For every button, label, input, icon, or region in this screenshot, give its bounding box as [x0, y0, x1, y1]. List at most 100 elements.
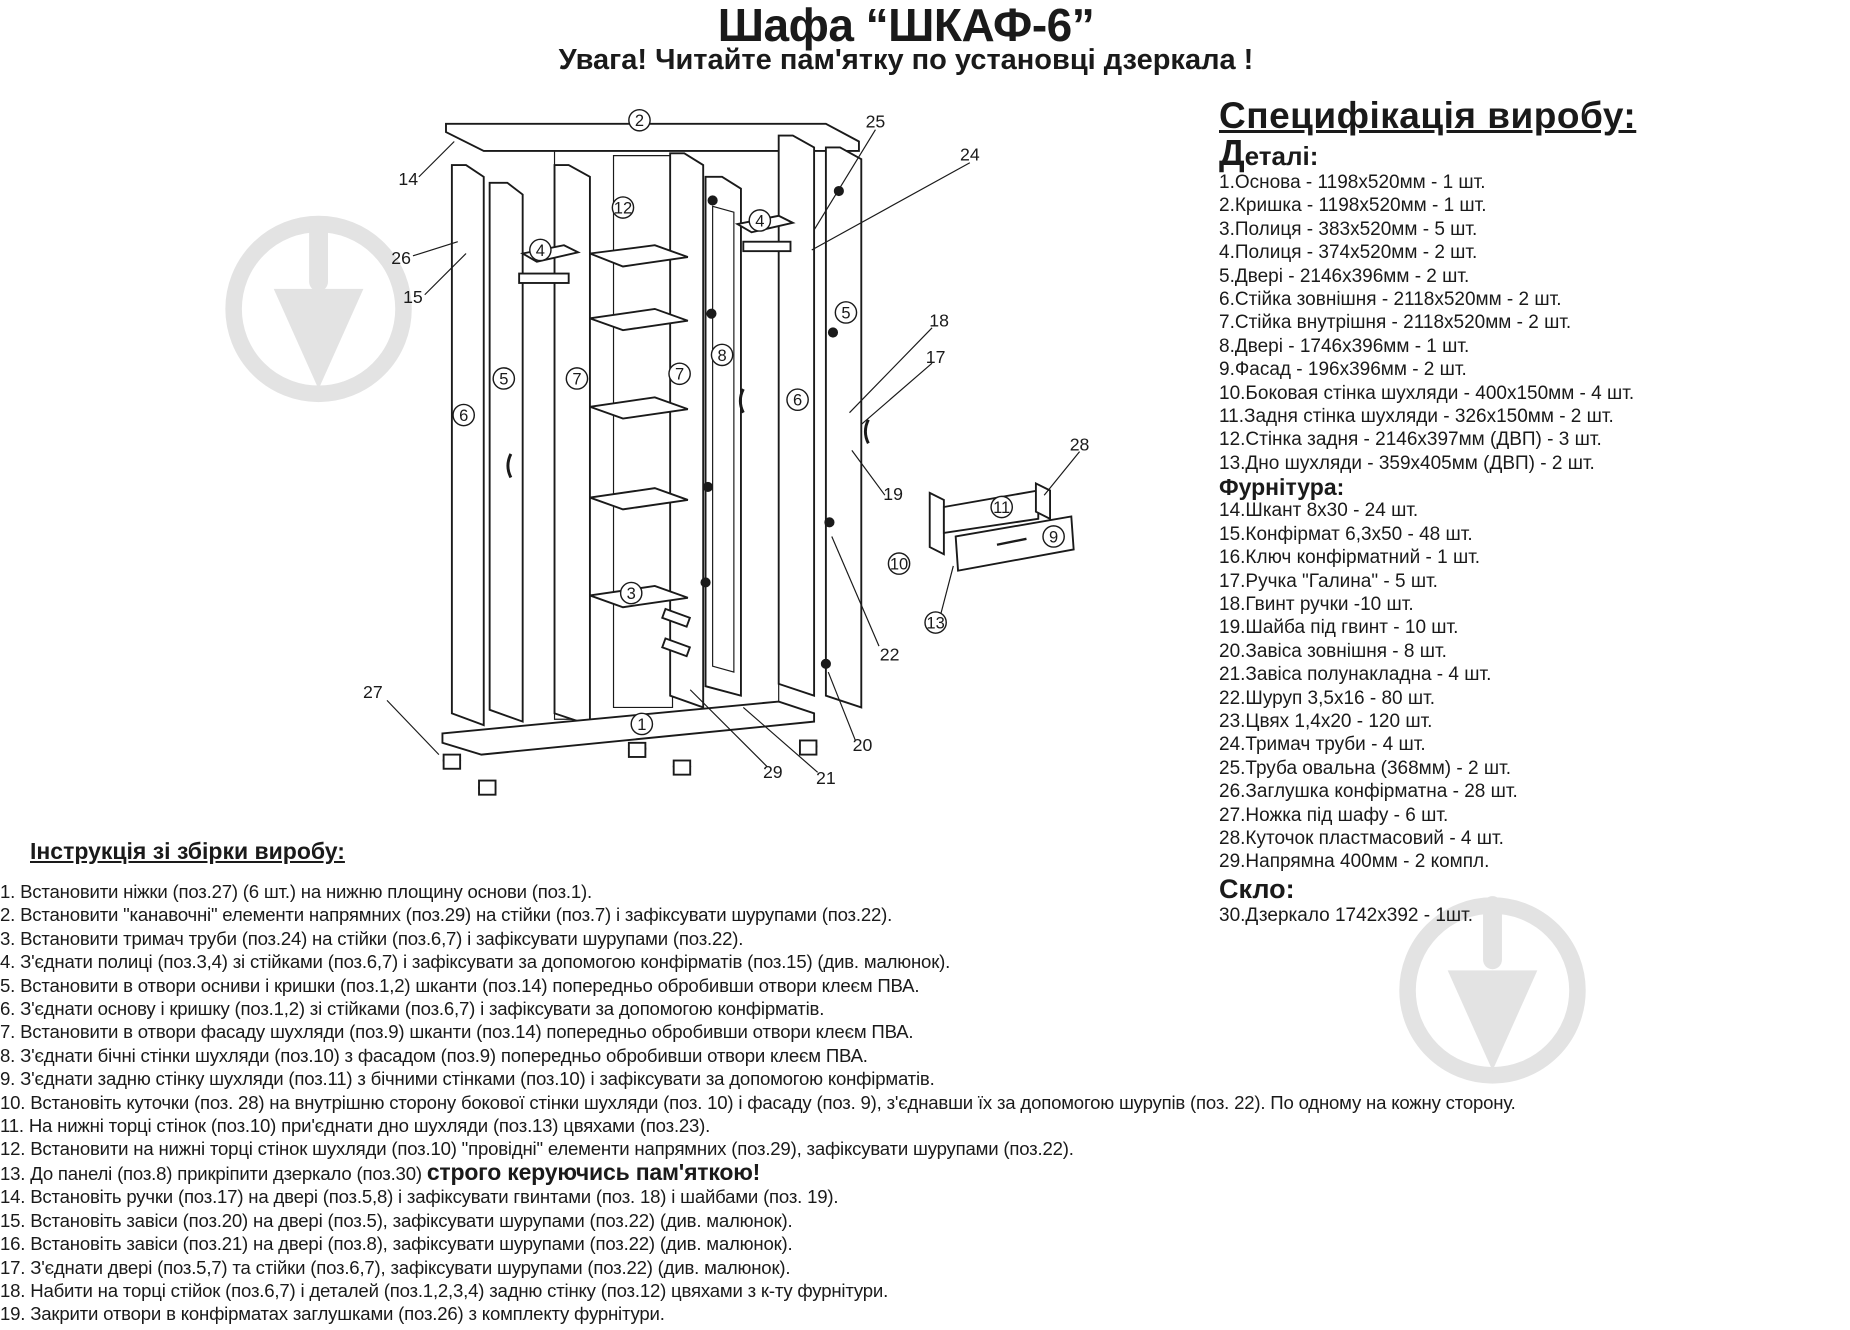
- part-callout-label: 6: [459, 407, 468, 425]
- callout-circle: [529, 238, 552, 262]
- hardware-callout-label: 25: [866, 111, 886, 131]
- hardware-list: 14.Шкант 8х30 - 24 шт.15.Конфірмат 6,3х5…: [1219, 499, 1636, 874]
- callout-circle: [887, 552, 911, 575]
- part-callout-label: 7: [572, 370, 581, 388]
- hardware-callout-label: 20: [853, 735, 873, 755]
- glass-item: 30.Дзеркало 1742х392 - 1шт.: [1219, 904, 1474, 926]
- instruction-step: 17. З'єднати двері (поз.5,7) та стійки (…: [0, 1256, 791, 1278]
- hardware-item: 29.Напрямна 400мм - 2 компл.: [1219, 851, 1490, 873]
- instruction-step: 9. З'єднати задню стінку шухляди (поз.11…: [0, 1068, 935, 1090]
- door-left: [488, 181, 524, 723]
- hardware-item: 21.Завіса полунакладна - 4 шт.: [1219, 664, 1492, 686]
- mirror-warning-subtitle: Увага! Читайте пам'ятку по установці дзе…: [558, 44, 1254, 76]
- glass-heading: Скло:: [1219, 873, 1295, 904]
- instruction-step: 3. Встановити тримач труби (поз.24) на с…: [0, 927, 744, 949]
- hardware-item: 28.Куточок пластмасовий - 4 шт.: [1219, 827, 1504, 849]
- part-callout-label: 11: [993, 499, 1010, 517]
- callout-circle: [630, 712, 654, 736]
- instruction-step: 8. З'єднати бічні стінки шухляди (поз.10…: [0, 1044, 868, 1066]
- drawer: [928, 481, 1075, 626]
- hardware-callout-label: 29: [763, 762, 783, 782]
- instruction-step: 5. Встановити в отвори осниви і кришки (…: [0, 974, 920, 996]
- detail-item: 11.Задня стінка шухляди - 326х150мм - 2 …: [1219, 406, 1614, 428]
- instruction-step: 10. Встановіть куточки (поз. 28) на внут…: [0, 1091, 1516, 1113]
- part-callout-label: 2: [635, 112, 644, 130]
- callout-circle: [628, 108, 651, 132]
- detail-item: 10.Боковая стінка шухляди - 400х150мм - …: [1219, 382, 1635, 404]
- hardware-callout-label: 15: [403, 287, 423, 307]
- detail-item: 4.Полиця - 374х520мм - 2 шт.: [1219, 242, 1478, 264]
- page-title: Шафа “ШКАФ-6”: [717, 0, 1095, 51]
- detail-item: 2.Кришка - 1198х520мм - 1 шт.: [1219, 195, 1487, 217]
- callout-circle: [611, 196, 635, 219]
- part-callout-label: 8: [717, 347, 726, 365]
- part-callout-label: 3: [627, 585, 636, 603]
- inner-post-left: [553, 164, 591, 727]
- callout-circle: [452, 403, 476, 427]
- assembly-instructions: 1. Встановити ніжки (поз.27) (6 шт.) на …: [0, 880, 1516, 1326]
- detail-item: 6.Стійка зовнішня - 2118х520мм - 2 шт.: [1219, 289, 1562, 311]
- callout-circle: [924, 611, 947, 634]
- part-callout-label: 13: [926, 614, 944, 632]
- door-right: [824, 146, 863, 709]
- hardware-callout-label: 22: [880, 644, 900, 664]
- instruction-step: 19. Закрити отвори в конфірматах заглушк…: [0, 1303, 665, 1325]
- instruction-step: 18. Набити на торці стійок (поз.6,7) і д…: [0, 1279, 889, 1301]
- part-callout-label: 1: [637, 716, 646, 734]
- detail-item: 5.Двері - 2146х396мм - 2 шт.: [1219, 265, 1470, 287]
- instruction-step-13: 13. До панелі (поз.8) прикріпити дзеркал…: [0, 1158, 1516, 1185]
- part-callout-label: 9: [1049, 528, 1058, 546]
- hardware-item: 25.Труба овальна (368мм) - 2 шт.: [1219, 757, 1511, 779]
- detail-item: 7.Стійка внутрішня - 2118х520мм - 2 шт.: [1219, 312, 1572, 334]
- hardware-heading: Фурнітура:: [1219, 474, 1345, 501]
- hardware-item: 24.Тримач труби - 4 шт.: [1219, 734, 1426, 756]
- hardware-callout-label: 27: [363, 682, 383, 702]
- part-callout-label: 4: [536, 242, 545, 260]
- hardware-callout-label: 17: [926, 347, 946, 367]
- detail-item: 13.Дно шухляди - 359х405мм (ДВП) - 2 шт.: [1219, 452, 1595, 474]
- hardware-item: 15.Конфірмат 6,3х50 - 48 шт.: [1219, 523, 1473, 545]
- detail-item: 3.Полиця - 383х520мм - 5 шт.: [1219, 218, 1478, 240]
- hardware-item: 22.Шуруп 3,5х16 - 80 шт.: [1219, 687, 1435, 709]
- part-callout-label: 5: [841, 304, 850, 322]
- callout-circle: [619, 581, 643, 605]
- hardware-item: 20.Завіса зовнішня - 8 шт.: [1219, 640, 1447, 662]
- inner-post-right: [669, 152, 705, 709]
- hardware-item: 19.Шайба під гвинт - 10 шт.: [1219, 617, 1459, 639]
- callout-circle: [748, 209, 772, 232]
- watermark-logo-icon: [1399, 896, 1586, 1084]
- instruction-step: 4. З'єднати полиці (поз.3,4) зі стійками…: [0, 951, 951, 973]
- callout-circle: [710, 343, 734, 367]
- outer-post-right: [777, 134, 816, 697]
- instruction-step: 2. Встановити "канавочні" елементи напря…: [0, 904, 893, 926]
- instruction-step: 14. Встановіть ручки (поз.17) на двері (…: [0, 1186, 839, 1208]
- hardware-callout-label: 18: [929, 311, 949, 331]
- top-panel: [445, 122, 860, 152]
- part-callout-label: 10: [890, 555, 908, 573]
- callout-circle: [492, 367, 516, 390]
- callout-circle: [565, 367, 589, 390]
- step-13-emphasis: строго керуючись пам'яткою!: [426, 1158, 761, 1185]
- mirror-door: [704, 175, 742, 697]
- instruction-step: 15. Встановіть завіси (поз.20) на двері …: [0, 1209, 793, 1231]
- details-heading-initial: Д: [1219, 132, 1245, 173]
- outer-post-left: [450, 164, 485, 727]
- detail-item: 9.Фасад - 196х396мм - 2 шт.: [1219, 359, 1467, 381]
- hardware-item: 18.Гвинт ручки -10 шт.: [1219, 593, 1414, 615]
- hardware-item: 17.Ручка "Галина" - 5 шт.: [1219, 570, 1438, 592]
- part-callout-label: 6: [793, 392, 802, 410]
- instruction-step: 11. На нижні торці стінок (поз.10) при'є…: [0, 1115, 711, 1137]
- hardware-item: 26.Заглушка конфірматна - 28 шт.: [1219, 781, 1518, 803]
- hardware-callout-label: 21: [816, 768, 836, 788]
- callout-circle: [786, 388, 809, 412]
- base-panel: [441, 700, 816, 756]
- instruction-step: 12. Встановити на нижні торці стінок шух…: [0, 1138, 1074, 1160]
- instruction-step: 7. Встановити в отвори фасаду шухляди (п…: [0, 1021, 914, 1043]
- instruction-step: 1. Встановити ніжки (поз.27) (6 шт.) на …: [0, 881, 592, 902]
- part-callout-label: 7: [675, 366, 684, 384]
- instruction-step: 6. З'єднати основу і кришку (поз.1,2) зі…: [0, 998, 825, 1020]
- callout-circle: [834, 301, 858, 324]
- instructions-heading: Інструкція зі збірки виробу:: [30, 838, 345, 864]
- instruction-step: 16. Встановіть завіси (поз.21) на двері …: [0, 1233, 793, 1255]
